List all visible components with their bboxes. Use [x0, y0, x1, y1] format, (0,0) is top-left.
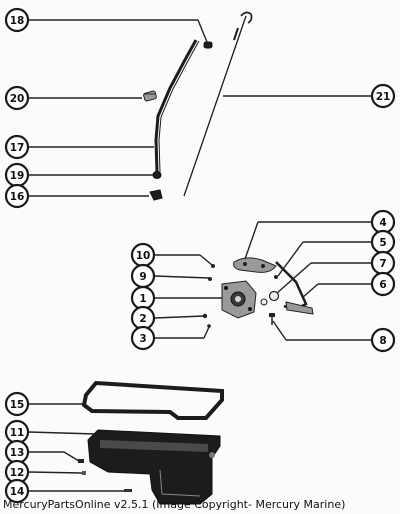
callout-9: 9 [130, 263, 156, 289]
leader-lines [28, 19, 372, 492]
callout-label-3: 3 [139, 333, 146, 345]
callout-label-4: 4 [379, 217, 386, 229]
callout-16: 16 [4, 183, 30, 209]
callout-20: 20 [4, 85, 30, 111]
callout-label-1: 1 [139, 293, 146, 305]
callout-4: 4 [370, 209, 396, 235]
callout-label-12: 12 [10, 467, 25, 479]
callout-6: 6 [370, 271, 396, 297]
callout-label-10: 10 [136, 250, 151, 262]
callout-14: 14 [4, 478, 30, 504]
tube-oring-part [152, 171, 162, 179]
pan-bolt-14-part [124, 489, 132, 492]
gasket-7-part [260, 290, 280, 306]
callout-label-18: 18 [10, 15, 25, 27]
small-screw-5-part [274, 275, 278, 279]
oil-pump-body-part [221, 280, 257, 319]
bolt-8-part [269, 313, 275, 325]
callout-label-9: 9 [139, 271, 146, 283]
drain-plug-13-part [78, 459, 84, 463]
callout-11: 11 [4, 419, 30, 445]
callout-1: 1 [130, 285, 156, 311]
callout-label-6: 6 [379, 279, 386, 291]
callout-label-16: 16 [10, 191, 25, 203]
callout-label-20: 20 [10, 93, 25, 105]
callout-19: 19 [4, 162, 30, 188]
callout-label-14: 14 [10, 486, 25, 498]
callout-2: 2 [130, 305, 156, 331]
callout-10: 10 [130, 242, 156, 268]
callout-5: 5 [370, 229, 396, 255]
callout-label-5: 5 [379, 237, 386, 249]
callout-12: 12 [4, 459, 30, 485]
dipstick-part [183, 11, 253, 197]
pin-3-part [207, 324, 211, 328]
callout-15: 15 [4, 391, 30, 417]
callout-label-13: 13 [10, 447, 25, 459]
callout-label-2: 2 [139, 313, 146, 325]
pickup-tube-part [275, 261, 314, 315]
callout-label-19: 19 [10, 170, 25, 182]
callout-label-7: 7 [379, 258, 386, 270]
callout-label-15: 15 [10, 399, 25, 411]
callout-7: 7 [370, 250, 396, 276]
callout-label-21: 21 [376, 91, 391, 103]
callout-13: 13 [4, 439, 30, 465]
dipstick-cap-part [203, 41, 213, 49]
pump-cover-part [233, 257, 277, 273]
callout-17: 17 [4, 134, 30, 160]
drain-washer-12-part [82, 471, 86, 475]
oil-pan-part [87, 429, 221, 505]
pin-2-part [202, 313, 208, 319]
callout-8: 8 [370, 327, 396, 353]
callout-label-11: 11 [10, 427, 25, 439]
callout-21: 21 [370, 83, 396, 109]
dipstick-tube-part [154, 39, 200, 173]
tube-fitting-part [149, 189, 163, 201]
oil-pan-gasket-part [81, 380, 224, 420]
callout-18: 18 [4, 7, 30, 33]
copyright-watermark: MercuryPartsOnline v2.5.1 (Image Copyrig… [3, 498, 346, 511]
callout-label-8: 8 [379, 335, 386, 347]
tube-clip-part [143, 90, 157, 102]
callout-3: 3 [130, 325, 156, 351]
callout-label-17: 17 [10, 142, 25, 154]
